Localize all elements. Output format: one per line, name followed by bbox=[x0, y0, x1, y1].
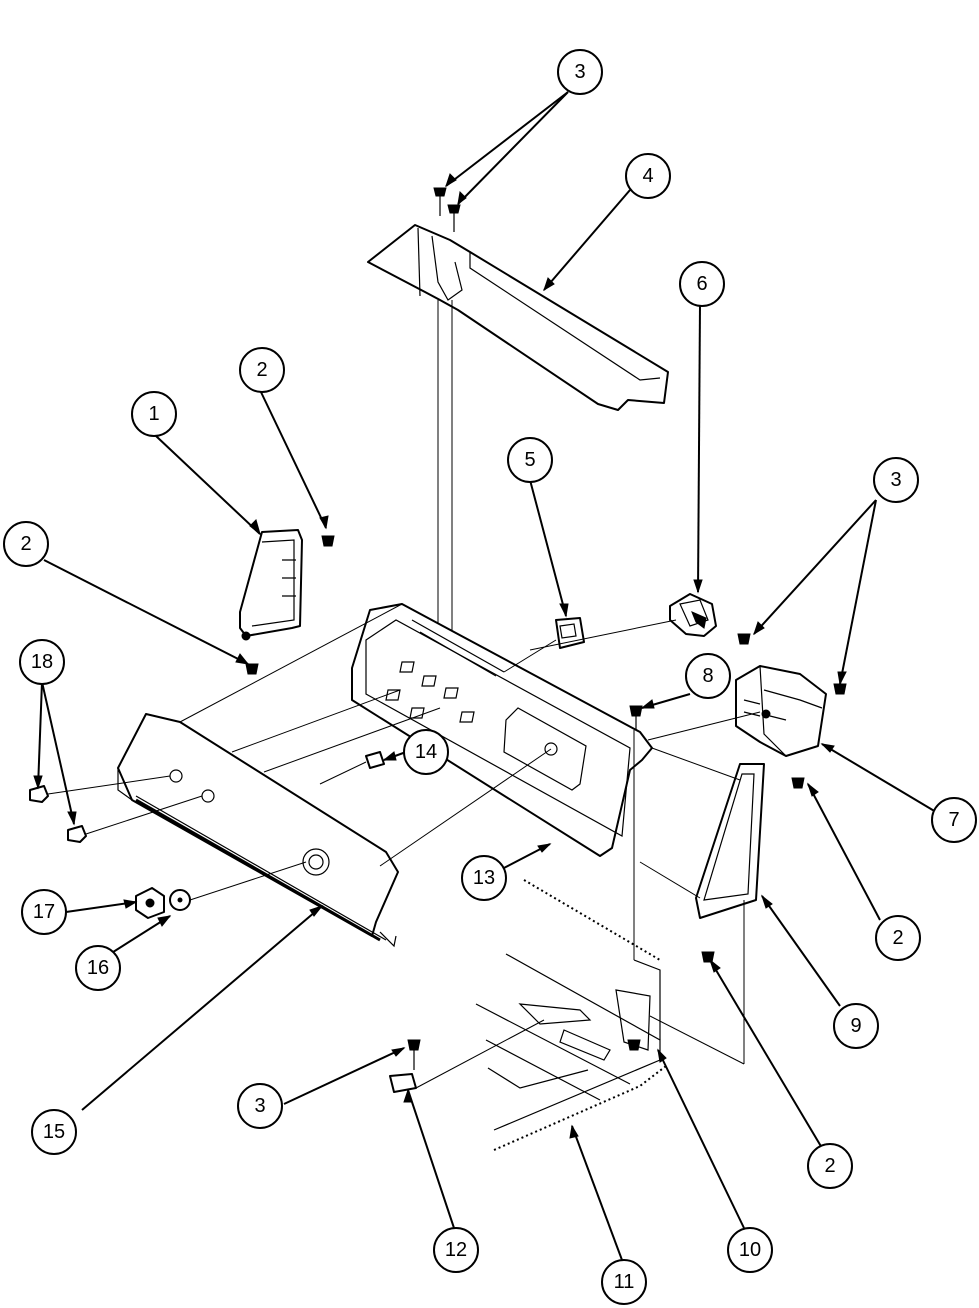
guide-line bbox=[85, 795, 203, 835]
screw-right-cap-top bbox=[791, 777, 805, 789]
callout-17: 17 bbox=[21, 889, 67, 935]
callout-3: 3 bbox=[557, 49, 603, 95]
part-10-bracket bbox=[615, 989, 651, 1051]
screw-clip bbox=[407, 1039, 421, 1070]
guide-line bbox=[379, 748, 552, 867]
guide-line bbox=[529, 619, 677, 651]
part-15-front-control-panel bbox=[117, 713, 399, 948]
callout-1: 1 bbox=[131, 391, 177, 437]
callout-label: 3 bbox=[890, 469, 901, 491]
callout-12: 12 bbox=[433, 1227, 479, 1273]
part-13-control-panel-frame bbox=[351, 603, 653, 857]
callout-label: 7 bbox=[948, 809, 959, 831]
callout-label: 5 bbox=[524, 449, 535, 471]
part-12-clip bbox=[389, 1073, 417, 1093]
leader-lines bbox=[37, 91, 937, 1261]
guide-line bbox=[263, 707, 441, 773]
part-11-cabinet-top bbox=[475, 879, 667, 1151]
callout-6: 6 bbox=[679, 261, 725, 307]
guide-line bbox=[649, 1015, 745, 1065]
callout-2: 2 bbox=[3, 521, 49, 567]
callout-3: 3 bbox=[873, 457, 919, 503]
screw-left-cap-top bbox=[321, 535, 335, 547]
callout-9: 9 bbox=[833, 1003, 879, 1049]
callout-5: 5 bbox=[507, 437, 553, 483]
guide-line bbox=[179, 603, 403, 723]
screw-left-cap-bottom bbox=[245, 663, 259, 675]
arrowheads bbox=[33, 173, 847, 1139]
screw-mechanism bbox=[737, 633, 751, 645]
callout-label: 1 bbox=[148, 403, 159, 425]
callout-label: 18 bbox=[31, 651, 53, 673]
screw-right-cap-bottom bbox=[701, 951, 715, 963]
callout-2: 2 bbox=[807, 1143, 853, 1189]
callout-label: 16 bbox=[87, 957, 109, 979]
callout-label: 11 bbox=[614, 1271, 635, 1293]
part-9-right-end-cap bbox=[695, 763, 765, 919]
callout-label: 17 bbox=[33, 901, 55, 923]
callout-2: 2 bbox=[875, 915, 921, 961]
callout-label: 3 bbox=[574, 61, 585, 83]
part-18-push-button-upper bbox=[29, 785, 49, 803]
callout-label: 2 bbox=[824, 1155, 835, 1177]
callout-10: 10 bbox=[727, 1227, 773, 1273]
callout-14: 14 bbox=[403, 729, 449, 775]
guide-line bbox=[503, 639, 557, 673]
screw-top-left bbox=[433, 187, 447, 216]
callout-18: 18 bbox=[19, 639, 65, 685]
part-14-clip bbox=[365, 751, 385, 769]
callout-label: 9 bbox=[850, 1015, 861, 1037]
part-1-left-end-cap bbox=[239, 529, 303, 641]
guide-line bbox=[415, 1019, 545, 1089]
guide-line bbox=[47, 775, 171, 795]
callout-label: 2 bbox=[256, 359, 267, 381]
callout-label: 10 bbox=[739, 1239, 761, 1261]
callout-label: 15 bbox=[43, 1121, 65, 1143]
callout-3: 3 bbox=[237, 1083, 283, 1129]
callout-label: 3 bbox=[254, 1095, 265, 1117]
part-6-motor-mechanism bbox=[669, 593, 717, 637]
callout-15: 15 bbox=[31, 1109, 77, 1155]
guide-line bbox=[647, 711, 761, 741]
callout-2: 2 bbox=[239, 347, 285, 393]
callout-label: 12 bbox=[445, 1239, 467, 1261]
part-18-push-button-lower bbox=[67, 825, 87, 843]
callout-label: 4 bbox=[642, 165, 653, 187]
callout-4: 4 bbox=[625, 153, 671, 199]
callout-11: 11 bbox=[601, 1259, 647, 1305]
callout-label: 6 bbox=[696, 273, 707, 295]
callout-16: 16 bbox=[75, 945, 121, 991]
screw-timer bbox=[833, 683, 847, 695]
guide-line bbox=[639, 861, 701, 899]
callout-label: 13 bbox=[473, 867, 495, 889]
callout-label: 2 bbox=[892, 927, 903, 949]
guide-line bbox=[651, 747, 741, 781]
callout-13: 13 bbox=[461, 855, 507, 901]
callout-label: 8 bbox=[702, 665, 713, 687]
callout-label: 2 bbox=[20, 533, 31, 555]
guide-line bbox=[189, 861, 307, 901]
callout-7: 7 bbox=[931, 797, 977, 843]
callout-label: 14 bbox=[415, 741, 437, 763]
part-7-timer-control bbox=[735, 665, 827, 757]
part-17-knob bbox=[135, 887, 165, 919]
guide-line bbox=[231, 689, 401, 753]
callout-8: 8 bbox=[685, 653, 731, 699]
part-16-washer bbox=[169, 889, 191, 911]
part-4-console-top-cover bbox=[367, 224, 669, 411]
screw-top-right bbox=[447, 204, 461, 232]
part-8-screw bbox=[629, 705, 643, 730]
guide-line bbox=[319, 761, 367, 785]
